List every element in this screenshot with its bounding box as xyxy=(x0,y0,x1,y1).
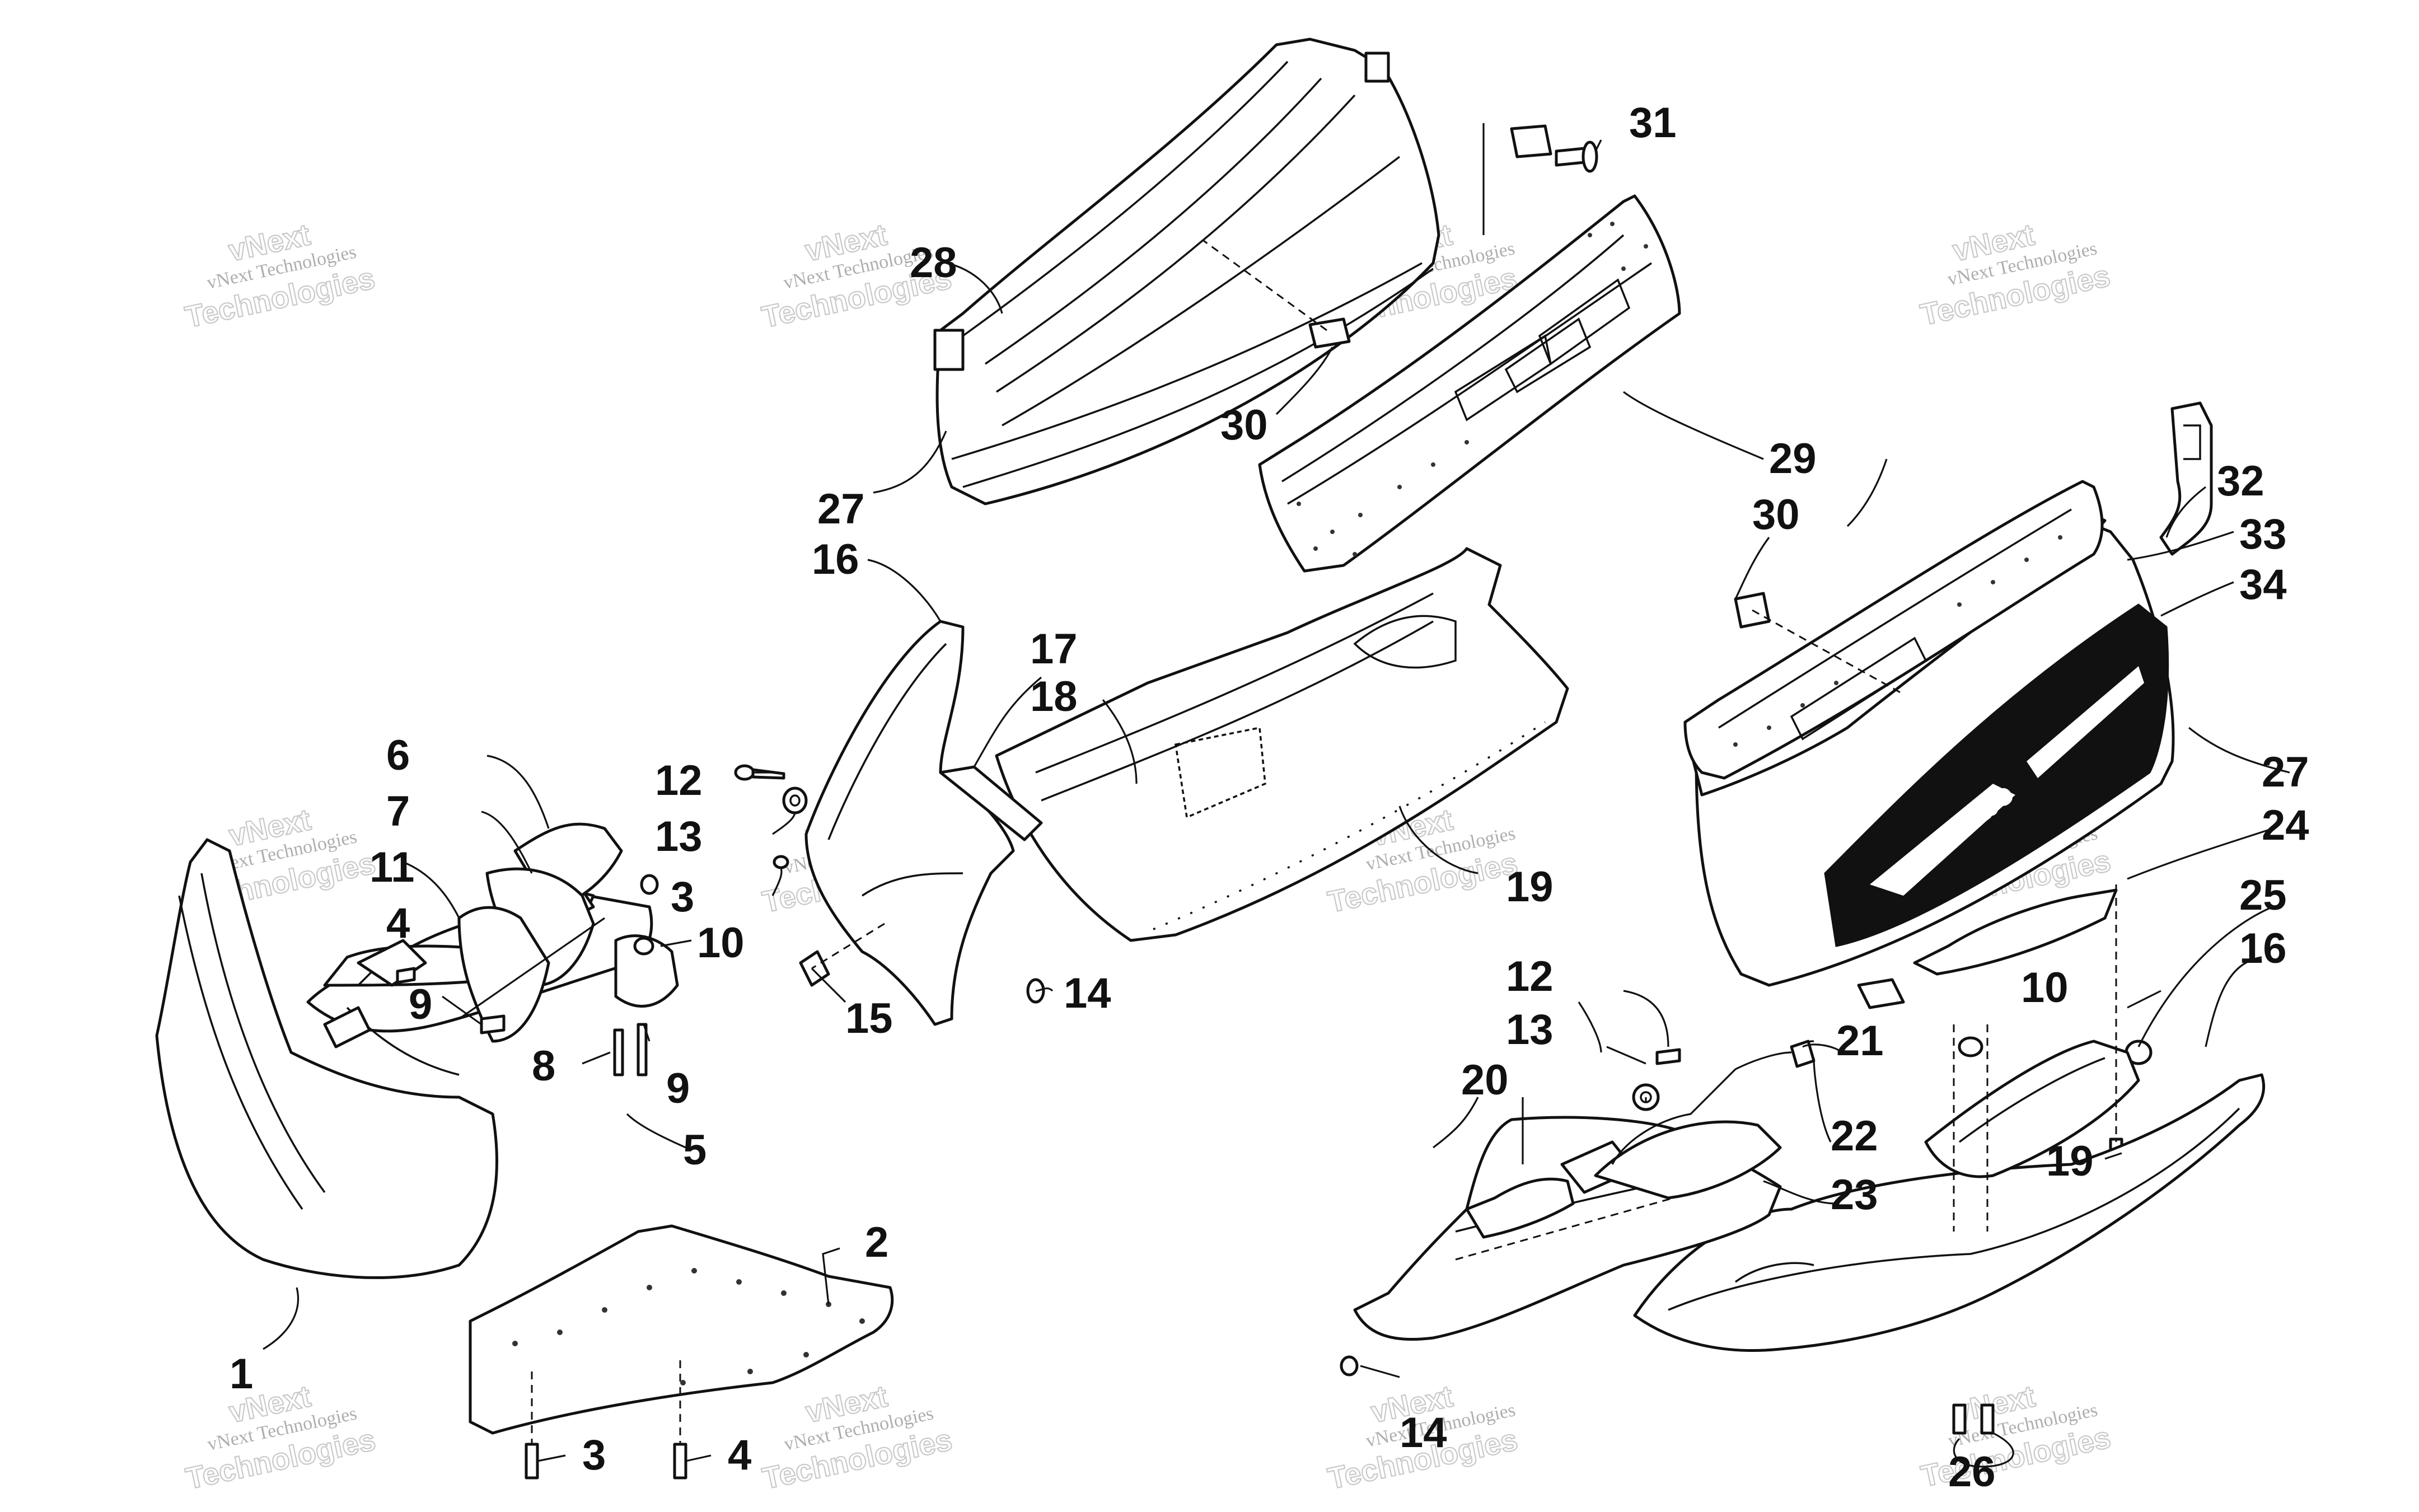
callout-27: 27 xyxy=(817,485,865,533)
watermark: vNext vNext Technologies Technologies xyxy=(183,1379,379,1496)
callout-14: 14 xyxy=(1064,970,1111,1017)
callout-28: 28 xyxy=(910,239,957,287)
callout-5: 5 xyxy=(683,1126,706,1174)
callout-19: 19 xyxy=(2046,1137,2094,1185)
callout-19: 19 xyxy=(1506,863,1554,911)
callout-14: 14 xyxy=(1400,1409,1447,1457)
callout-13: 13 xyxy=(655,813,703,860)
callout-1: 1 xyxy=(230,1350,253,1398)
callout-7: 7 xyxy=(386,788,410,835)
callout-2: 2 xyxy=(865,1219,888,1266)
bracket-24 xyxy=(1913,888,2118,976)
callout-9: 9 xyxy=(666,1065,690,1112)
screw-31 xyxy=(1555,147,1586,167)
part-10-cover xyxy=(614,934,679,1008)
callout-8: 8 xyxy=(532,1042,555,1090)
callout-10: 10 xyxy=(2021,964,2069,1012)
clip-15 xyxy=(799,950,830,987)
seat-pad-top xyxy=(1258,194,1681,573)
callout-6: 6 xyxy=(386,732,410,779)
callout-22: 22 xyxy=(1831,1112,1878,1160)
cover-23 xyxy=(1594,1120,1782,1200)
watermark: vNext vNext Technologies Technologies xyxy=(759,1379,956,1496)
callout-4: 4 xyxy=(386,900,410,947)
screw-31-head xyxy=(1582,141,1598,173)
seat-base-top xyxy=(933,38,1440,505)
bracket-30-top xyxy=(1308,317,1351,349)
callout-15: 15 xyxy=(845,995,893,1042)
skid-plate-2 xyxy=(469,1224,894,1435)
callout-13: 13 xyxy=(1506,1006,1554,1054)
callout-20: 20 xyxy=(1461,1056,1509,1104)
callout-16: 16 xyxy=(812,536,859,583)
seat-clip xyxy=(1364,52,1390,83)
pin-22 xyxy=(1802,1043,1843,1054)
callout-17: 17 xyxy=(1030,625,1078,673)
callout-30: 30 xyxy=(1752,491,1800,539)
callouts: 1 2 3 3 4 4 5 6 7 8 9 9 10 10 11 12 12 1… xyxy=(230,99,2309,1496)
callout-3: 3 xyxy=(671,873,694,921)
watermark: vNext vNext Technologies Technologies xyxy=(759,217,955,335)
watermark: vNext vNext Technologies Technologies xyxy=(182,217,378,335)
cable-21 xyxy=(1611,1051,1792,1165)
callout-16: 16 xyxy=(2239,925,2287,972)
watermark: vNext vNext Technologies Technologies xyxy=(1917,217,2113,333)
strap-32 xyxy=(2159,401,2213,556)
seat-pad-right xyxy=(1683,480,2104,780)
mount-plate-24 xyxy=(1924,1040,2140,1178)
callout-33: 33 xyxy=(2239,511,2287,558)
callout-29: 29 xyxy=(1769,435,1817,483)
belly-pan-right xyxy=(1633,1073,2266,1352)
callout-25: 25 xyxy=(2239,872,2287,919)
callout-4: 4 xyxy=(728,1431,751,1479)
panel-11 xyxy=(457,906,550,1043)
center-belly-pan xyxy=(995,547,1569,942)
callout-34: 34 xyxy=(2239,561,2287,608)
callout-32: 32 xyxy=(2217,457,2264,505)
callout-3: 3 xyxy=(582,1431,606,1479)
callout-31: 31 xyxy=(1629,99,1677,147)
left-side-panel-16 xyxy=(804,620,1015,1026)
callout-23: 23 xyxy=(1831,1171,1878,1219)
callout-24: 24 xyxy=(2262,802,2309,849)
callout-11: 11 xyxy=(369,844,414,891)
callout-26: 26 xyxy=(1948,1448,1996,1496)
clip-31-block xyxy=(1510,124,1552,158)
seat-clip xyxy=(933,329,965,371)
callout-30: 30 xyxy=(1220,401,1268,449)
callout-21: 21 xyxy=(1836,1017,1884,1065)
callout-27: 27 xyxy=(2262,748,2309,796)
callout-9: 9 xyxy=(409,981,432,1028)
callout-12: 12 xyxy=(655,757,703,804)
watermark: vNext vNext Technologies Technologies xyxy=(1917,1379,2114,1494)
callout-12: 12 xyxy=(1506,953,1554,1000)
pad-24 xyxy=(1857,978,1905,1009)
callout-10: 10 xyxy=(697,919,745,967)
bracket-17 xyxy=(939,765,1043,841)
leader-lines xyxy=(263,139,2290,1468)
callout-18: 18 xyxy=(1030,673,1078,720)
